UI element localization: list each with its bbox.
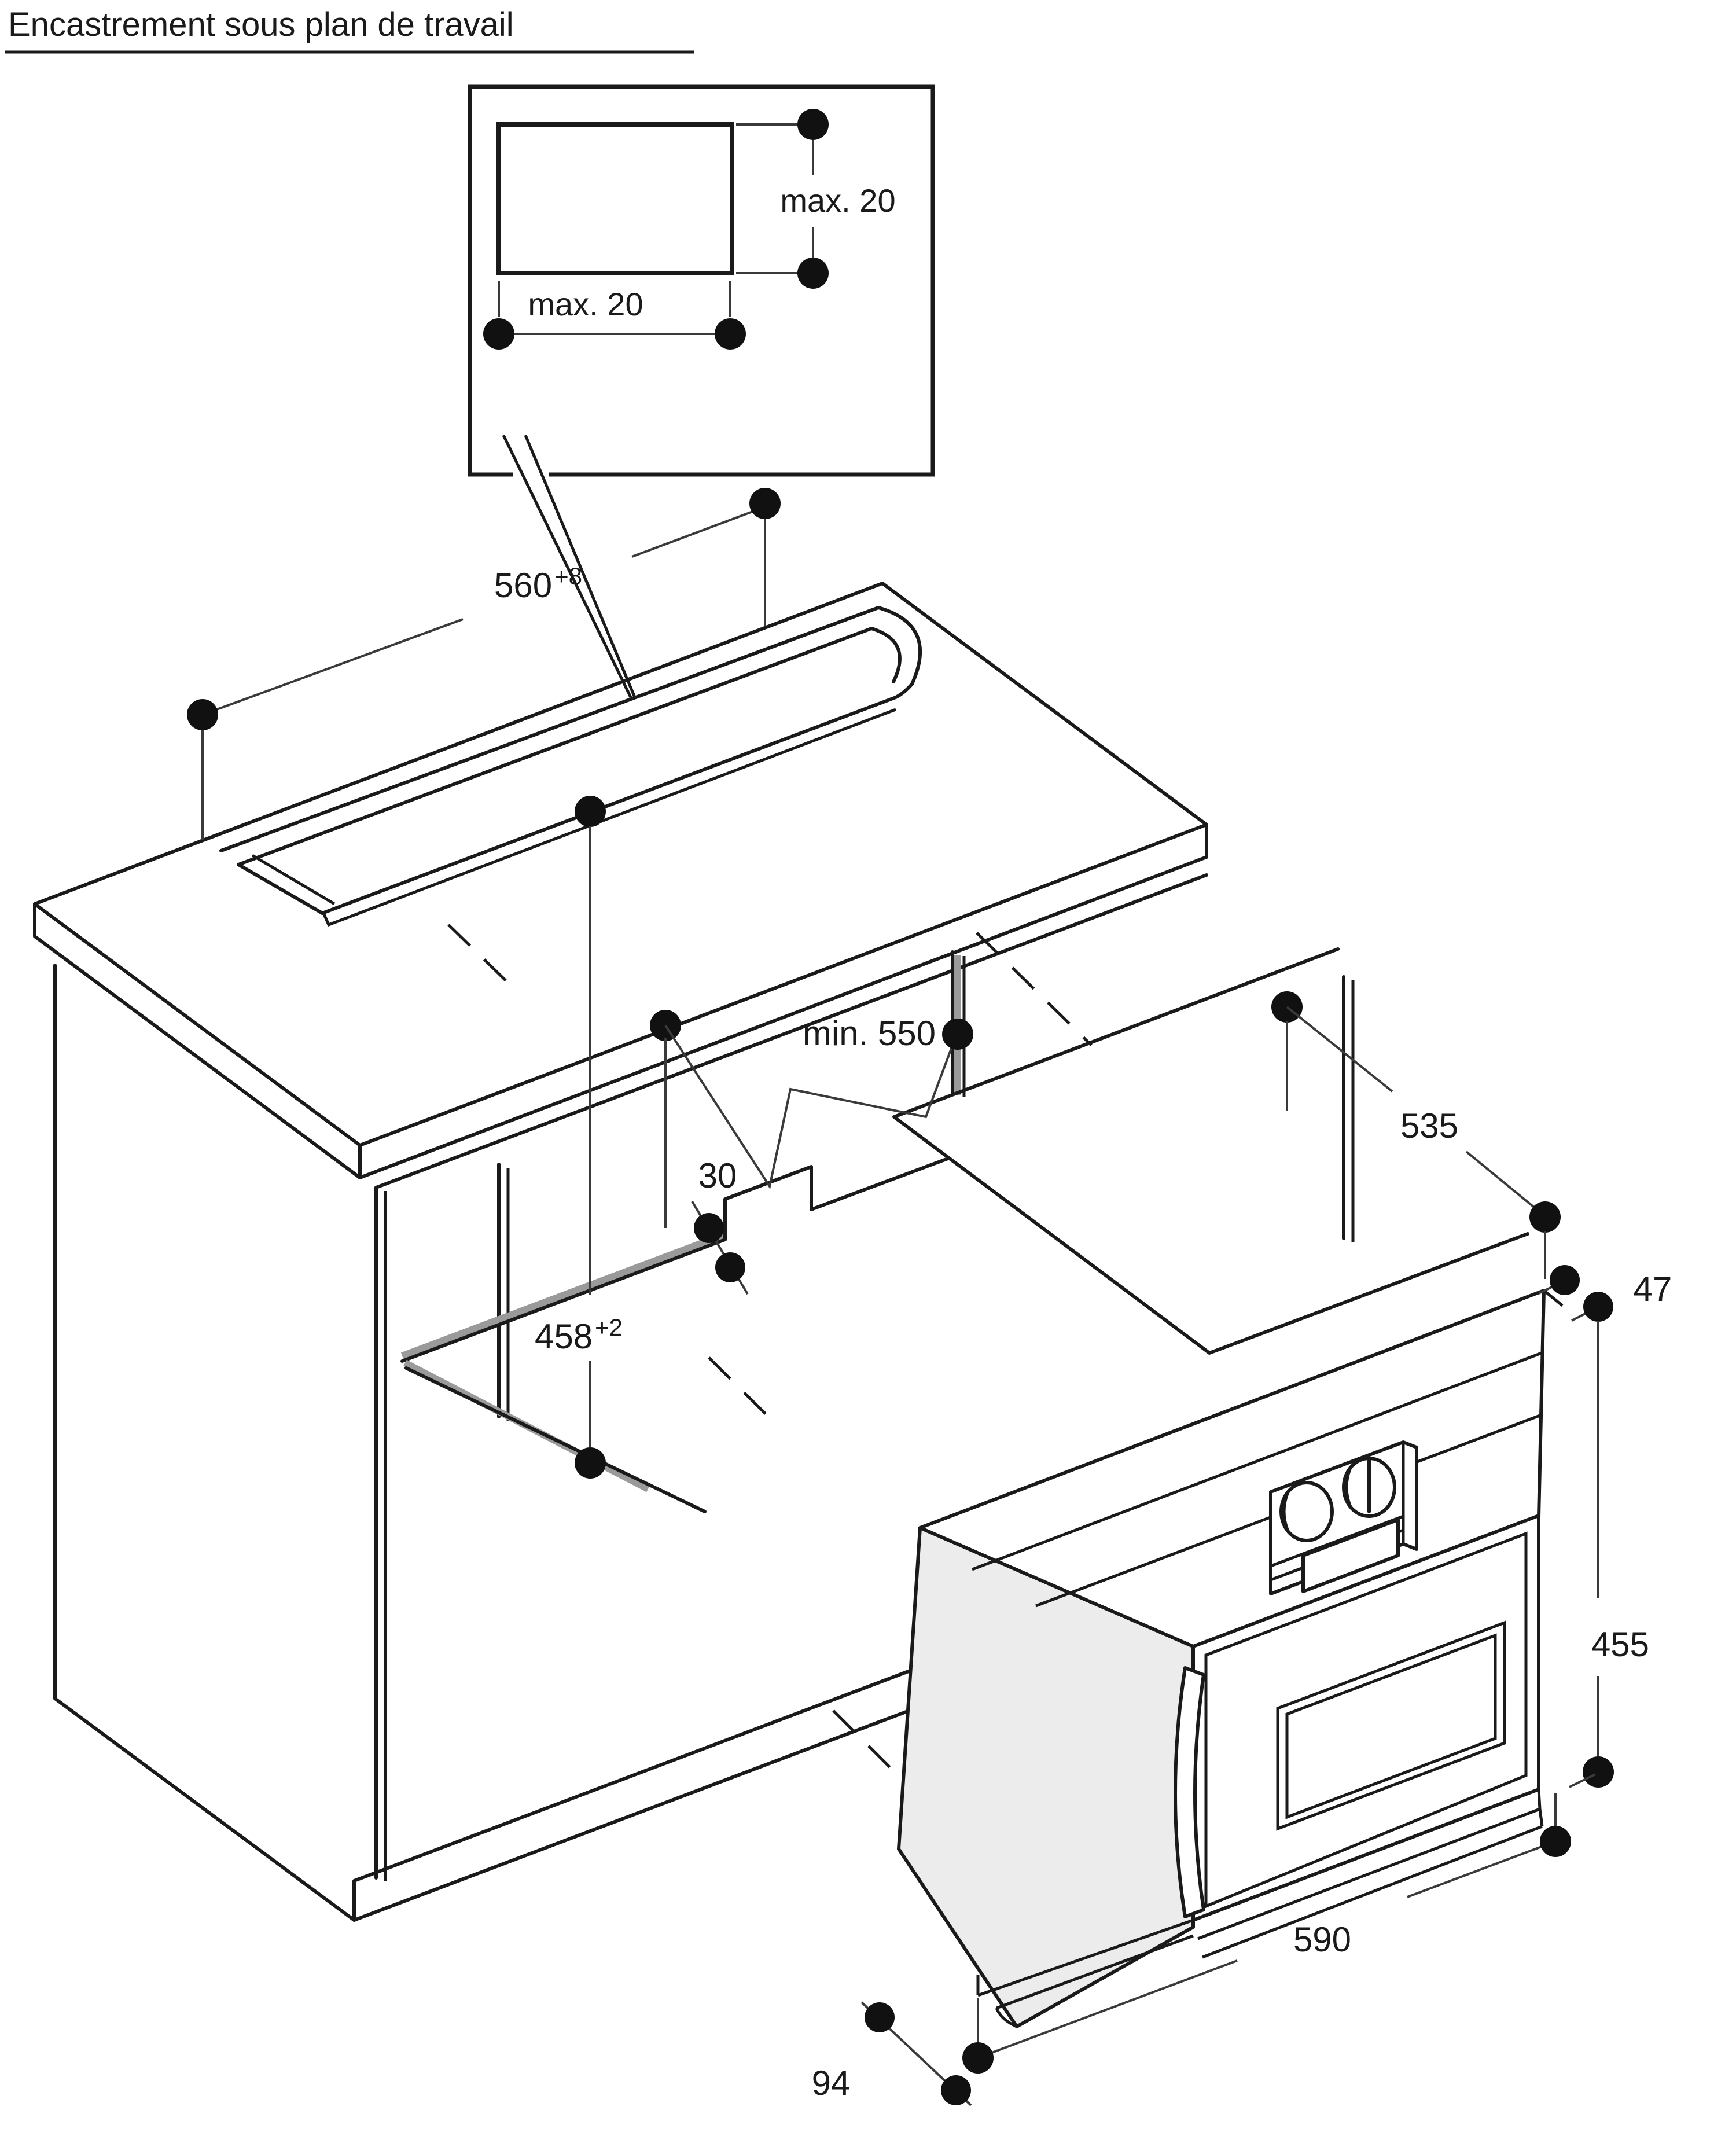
detail-cutout-edge-square xyxy=(496,122,734,275)
detail-box-border xyxy=(468,84,935,477)
dimension-niche-height-458: 458+2 xyxy=(535,796,623,1479)
dimension-endpoint-dot xyxy=(1540,1826,1571,1857)
oven-door-window-outer xyxy=(1276,1620,1506,1831)
right-bay xyxy=(892,947,1529,1355)
dimension-door-projection-94: 94 xyxy=(812,2001,972,2106)
oven-top-seam xyxy=(972,1351,1542,1571)
title-block: Encastrement sous plan de travail xyxy=(5,6,694,54)
dimension-endpoint-dot xyxy=(1583,1292,1613,1322)
oven-door-bottom-edge xyxy=(976,1918,1194,2028)
niche-floor-front-edge-with-step xyxy=(400,1157,950,1363)
oven-door-window-inner xyxy=(1285,1633,1497,1819)
detail-dim-width: max. 20 xyxy=(483,281,746,350)
dimension-endpoint-dot xyxy=(962,2042,994,2074)
niche-floor-side-junction xyxy=(404,1366,707,1513)
control-knob-left-shade xyxy=(1282,1491,1290,1532)
dim-label-max20-horizontal: max. 20 xyxy=(528,286,643,322)
left-panel-outer-edges xyxy=(53,964,356,1922)
dim-label-455: 455 xyxy=(1591,1625,1649,1664)
detail-inset-box: max. 20 max. 20 xyxy=(468,84,935,698)
dim-label-458: 458+2 xyxy=(535,1314,623,1356)
dimension-endpoint-dot xyxy=(715,1252,745,1282)
worktop xyxy=(33,582,1208,1179)
dimension-oven-depth-535: 535 xyxy=(1271,991,1561,1279)
hidden-edge-dash xyxy=(447,924,514,988)
dimension-endpoint-dot xyxy=(483,318,514,350)
detail-leader-line xyxy=(502,434,632,698)
oven xyxy=(897,1289,1564,2028)
cutout-rear-lip-inner xyxy=(237,627,902,866)
dimension-floor-step-30: 30 xyxy=(691,1156,749,1295)
dimension-endpoint-dot xyxy=(797,258,829,289)
dimension-line xyxy=(202,618,464,716)
dimension-line xyxy=(631,506,766,558)
worktop-cutout xyxy=(219,606,922,927)
dim-label-min550: min. 550 xyxy=(803,1014,936,1053)
control-knob-right-shade xyxy=(1345,1467,1352,1508)
dimension-endpoint-dot xyxy=(575,1447,606,1479)
dimension-endpoint-dot xyxy=(694,1213,724,1243)
oven-door-handle xyxy=(1174,1666,1205,1918)
dimension-oven-width-590: 590 xyxy=(962,1793,1571,2074)
dimension-oven-height-455: 455 xyxy=(1569,1321,1649,1788)
cutout-front-edge xyxy=(321,682,914,915)
dimension-endpoint-dot xyxy=(1583,1756,1614,1788)
dim-label-560: 560+8 xyxy=(494,563,582,605)
page-title: Encastrement sous plan de travail xyxy=(8,6,514,43)
oven-control-panel xyxy=(1269,1440,1418,1595)
dim-label-30: 30 xyxy=(698,1156,737,1195)
hidden-edge-dash xyxy=(832,1709,896,1773)
dimension-endpoint-dot xyxy=(575,796,606,827)
dim-label-94: 94 xyxy=(812,2064,851,2102)
dimension-endpoint-dot xyxy=(715,318,746,350)
oven-front-frame-inner xyxy=(1204,1531,1528,1909)
dim-label-535: 535 xyxy=(1400,1106,1458,1145)
dimension-cutout-width-560: 560+8 xyxy=(187,488,781,840)
dimension-frame-projection-47: 47 xyxy=(1538,1265,1672,1322)
control-display xyxy=(1301,1518,1400,1593)
worktop-top-face xyxy=(33,582,1208,1147)
niche-floor-front-edge-gray xyxy=(400,1231,727,1359)
worktop-thickness xyxy=(33,823,1208,1179)
leader-line xyxy=(1569,1773,1596,1788)
cutout-inner-face xyxy=(322,708,896,927)
cutout-rear-lip-outer xyxy=(219,606,922,852)
cutout-left-edge xyxy=(237,863,324,915)
dimension-zigzag-line xyxy=(664,1024,957,1190)
dimension-line xyxy=(977,1959,1238,2059)
hidden-edges xyxy=(447,924,1093,1773)
dimension-endpoint-dot xyxy=(1529,1201,1561,1233)
right-bay-floor-edges xyxy=(892,947,1529,1355)
dimension-line xyxy=(1465,1150,1545,1216)
oven-bottom-band xyxy=(1197,1789,1544,1959)
dimension-endpoint-dot xyxy=(1550,1265,1580,1295)
dimension-endpoint-dot xyxy=(865,2002,895,2032)
dim-label-max20-vertical: max. 20 xyxy=(780,182,895,219)
oven-top-corner-step xyxy=(1543,1289,1564,1307)
dimension-endpoint-dot xyxy=(187,699,218,730)
dim-label-590: 590 xyxy=(1293,1920,1351,1959)
detail-dim-height: max. 20 xyxy=(736,109,896,289)
dimension-niche-depth-min550: min. 550 xyxy=(650,1010,973,1228)
hidden-edge-dash xyxy=(708,1356,772,1420)
dimension-line xyxy=(1407,1840,1556,1898)
hidden-edge-dash xyxy=(976,932,1093,1046)
dimension-endpoint-dot xyxy=(797,109,829,140)
cabinet-front-top-edge xyxy=(374,873,1208,1189)
cutout-left-edge-inner xyxy=(251,854,336,906)
dim-label-47: 47 xyxy=(1634,1270,1672,1308)
dimension-line xyxy=(1286,1006,1393,1093)
dimension-endpoint-dot xyxy=(749,488,781,519)
dimension-endpoint-dot xyxy=(941,2075,971,2105)
detail-leader-line xyxy=(524,435,637,698)
dimension-endpoint-dot xyxy=(942,1019,973,1050)
control-knob-left xyxy=(1279,1481,1334,1542)
